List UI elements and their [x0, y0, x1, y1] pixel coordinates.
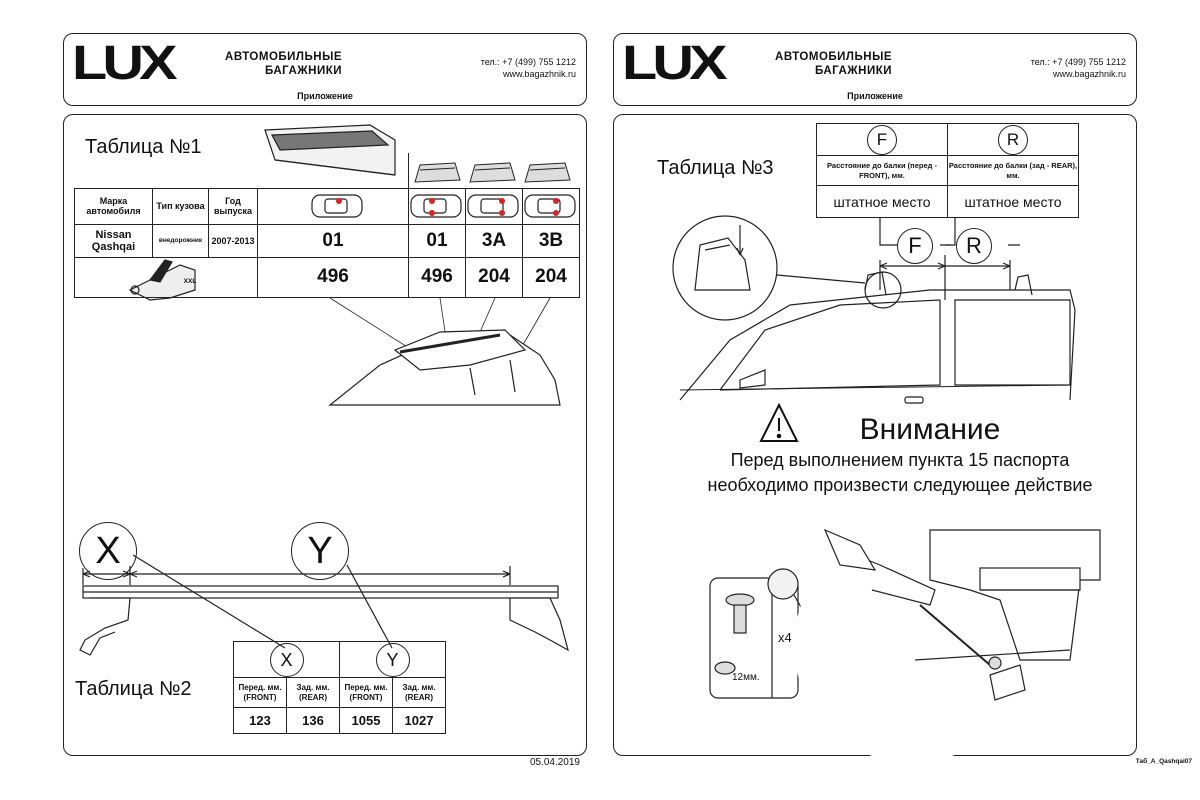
table2-title: Таблица №2 [75, 678, 192, 700]
cell-body: внедорожник [152, 223, 209, 258]
contact-info: тел.: +7 (499) 755 1212 www.bagazhnik.ru [481, 56, 576, 80]
lux-logo: LUX [622, 37, 728, 90]
table3: F R Расстояние до балки (перед - FRONT),… [816, 123, 1079, 218]
cell-brand: Nissan Qashqai [74, 223, 153, 258]
th-brand: Марка автомобиля [74, 187, 153, 225]
length-2: 496 [408, 256, 466, 298]
page-right: LUX АВТОМОБИЛЬНЫЕ БАГАЖНИКИ тел.: +7 (49… [600, 0, 1200, 800]
t2-h1: Перед. мм. (FRONT) [233, 677, 287, 708]
header: LUX АВТОМОБИЛЬНЫЕ БАГАЖНИКИ тел.: +7 (49… [613, 33, 1137, 106]
t2-h2: Зад. мм. (REAR) [286, 677, 340, 708]
car-side-drawing [328, 329, 561, 406]
brand-line1: АВТОМОБИЛЬНЫЕ [225, 51, 342, 63]
phone: тел.: +7 (499) 755 1212 [480, 57, 576, 67]
table3-f-marker: F [867, 124, 897, 155]
table2: X Y Перед. мм. (FRONT) Зад. мм. (REAR) П… [233, 641, 446, 734]
code-1: 01 [257, 223, 409, 258]
date: 05.04.2019 [529, 757, 580, 768]
table1-title: Таблица №1 [85, 136, 202, 158]
table2-x-marker: X [269, 642, 304, 677]
cell-year: 2007-2013 [208, 223, 258, 258]
t3-r-value: штатное место [947, 185, 1079, 218]
t2-h4: Зад. мм. (REAR) [392, 677, 446, 708]
drawings-page2 [672, 215, 1101, 763]
warning-icon [759, 402, 799, 442]
contact-info: тел.: +7 (499) 755 1212 www.bagazhnik.ru [1031, 56, 1126, 80]
appendix-label: Приложение [297, 91, 353, 101]
header: LUX АВТОМОБИЛЬНЫЕ БАГАЖНИКИ тел.: +7 (49… [63, 33, 587, 106]
r-marker: R [956, 228, 992, 264]
table1: Марка автомобиля Тип кузова Год выпуска … [74, 153, 580, 298]
code-3: 3A [465, 223, 523, 258]
t2-v2: 136 [286, 707, 340, 734]
warning-title: Внимание [859, 413, 1001, 446]
screwdriver-detail [794, 527, 1101, 763]
detail-callout [672, 215, 866, 321]
t2-v1: 123 [233, 707, 287, 734]
website: www.bagazhnik.ru [502, 69, 576, 79]
bracket-label: XXL [183, 278, 197, 285]
content-box [63, 114, 587, 756]
f-marker: F [897, 228, 933, 264]
length-4: 204 [522, 256, 580, 298]
website: www.bagazhnik.ru [1052, 69, 1126, 79]
rack-foot-drawing [264, 124, 396, 176]
t2-v4: 1027 [392, 707, 446, 734]
bar-diagram [79, 554, 569, 656]
brand-line2: БАГАЖНИКИ [815, 65, 892, 77]
appendix-label: Приложение [847, 91, 903, 101]
phone: тел.: +7 (499) 755 1212 [1030, 57, 1126, 67]
warning-line1: Перед выполнением пункта 15 паспорта [730, 450, 1070, 470]
length-1: 496 [257, 256, 409, 298]
lux-logo: LUX [72, 37, 178, 90]
t2-h3: Перед. мм. (FRONT) [339, 677, 393, 708]
length-3: 204 [465, 256, 523, 298]
doc-code: Таб_A_Qashqai07 [1135, 758, 1192, 765]
th-body: Тип кузова [152, 187, 209, 225]
brand-text: АВТОМОБИЛЬНЫЕ БАГАЖНИКИ [756, 50, 892, 78]
t3-f-value: штатное место [816, 185, 948, 218]
th-year: Год выпуска [208, 187, 258, 225]
page-left: LUX АВТОМОБИЛЬНЫЕ БАГАЖНИКИ тел.: +7 (49… [63, 33, 587, 768]
bolt-count: x4 [778, 630, 792, 645]
car-roof-drawing [679, 271, 1076, 404]
y-marker: Y [291, 522, 349, 580]
table3-r-marker: R [998, 124, 1028, 155]
table3-title: Таблица №3 [657, 157, 774, 179]
x-marker: X [79, 522, 137, 580]
code-4: 3B [522, 223, 580, 258]
table2-y-marker: Y [375, 642, 410, 677]
brand-text: АВТОМОБИЛЬНЫЕ БАГАЖНИКИ [206, 50, 342, 78]
parts-box [709, 568, 814, 699]
bracket-connectors [879, 217, 1020, 300]
code-2: 01 [408, 223, 466, 258]
brand-line2: БАГАЖНИКИ [265, 65, 342, 77]
warning-line2: необходимо произвести следующее действие [707, 475, 1093, 495]
washer-size: 12мм. [732, 672, 760, 683]
t2-v3: 1055 [339, 707, 393, 734]
brand-line1: АВТОМОБИЛЬНЫЕ [775, 51, 892, 63]
